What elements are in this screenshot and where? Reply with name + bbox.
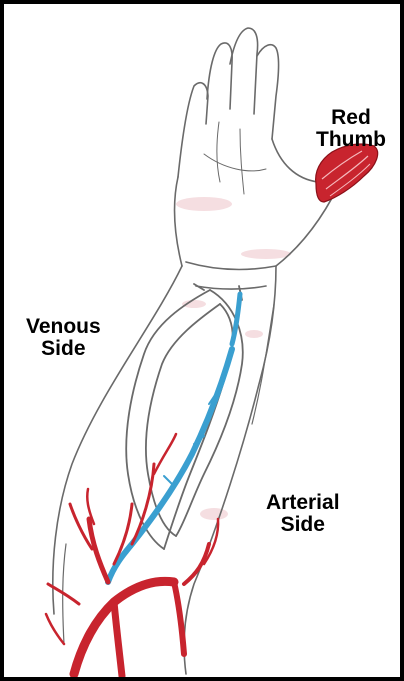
- venous-side-label: Venous Side: [26, 316, 101, 360]
- red-thumb-label-line2: Thumb: [316, 129, 386, 151]
- arterial-side-label-line1: Arterial: [266, 492, 340, 514]
- red-thumb-label-line1: Red: [316, 107, 386, 129]
- red-thumb: [316, 144, 378, 202]
- av-graft-loop: [126, 284, 243, 549]
- arterial-side-label: Arterial Side: [266, 492, 340, 536]
- arterial-side-label-line2: Side: [266, 514, 340, 536]
- venous-side-label-line1: Venous: [26, 316, 101, 338]
- venous-side-label-line2: Side: [26, 338, 101, 360]
- red-thumb-label: Red Thumb: [316, 107, 386, 151]
